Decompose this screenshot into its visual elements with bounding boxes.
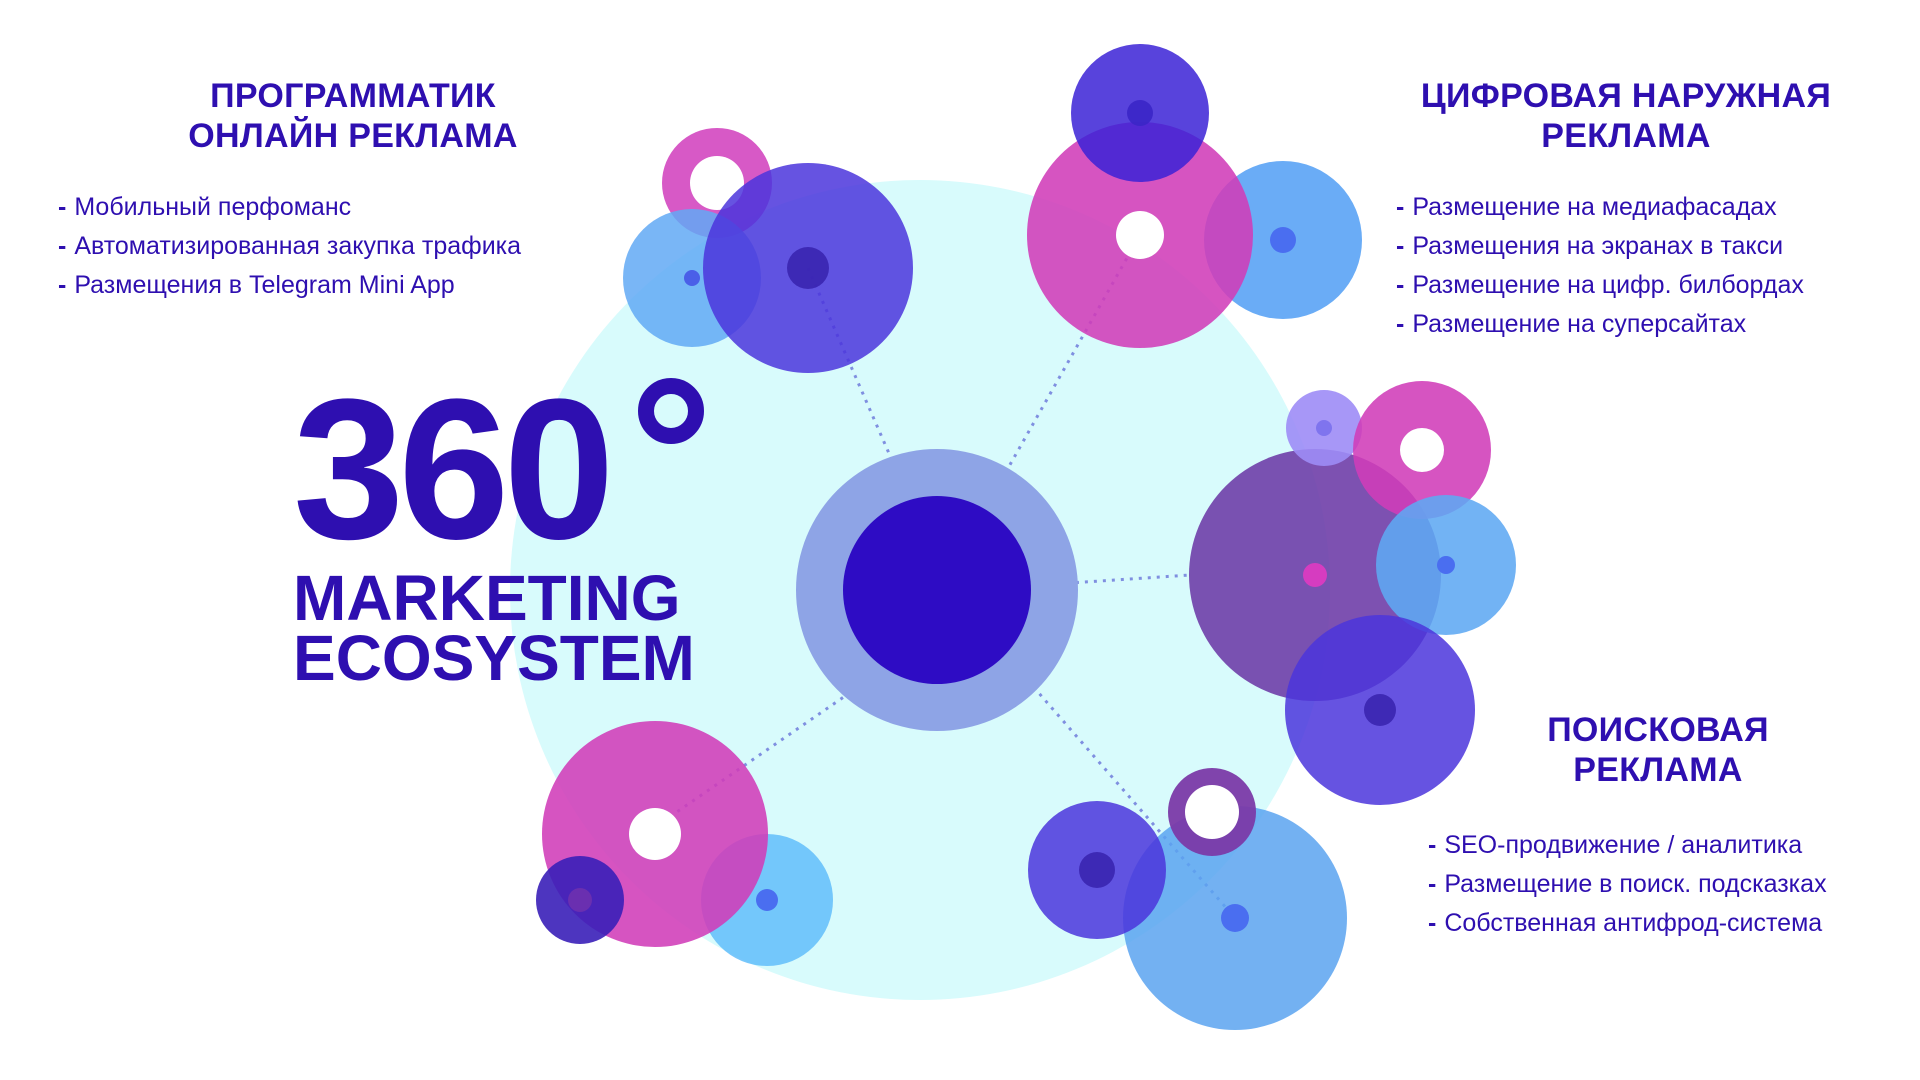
hero-subtitle-line2: ECOSYSTEM: [293, 622, 695, 694]
service-item: -Собственная антифрод-система: [1428, 904, 1888, 943]
service-item-label: SEO-продвижение / аналитика: [1444, 831, 1803, 859]
bubble-dot: [1364, 694, 1396, 726]
service-list: -Мобильный перфоманс -Автоматизированная…: [58, 188, 648, 305]
block-title-line1: ЦИФРОВАЯ НАРУЖНАЯ: [1420, 77, 1832, 115]
service-list: -Размещение на медиафасадах -Размещения …: [1396, 188, 1856, 344]
bullet-dash: -: [1396, 232, 1405, 260]
bubble-dot: [1316, 420, 1332, 436]
service-item: -Размещения на экранах в такси: [1396, 227, 1856, 266]
hero-subtitle-line1: MARKETING: [293, 562, 681, 634]
bubble-hole: [629, 808, 681, 860]
bubble-dot: [1437, 556, 1455, 574]
hero-subtitle: MARKETING ECOSYSTEM: [293, 562, 695, 694]
hero-number: 360: [293, 358, 615, 581]
service-item-label: Мобильный перфоманс: [74, 193, 352, 221]
service-item-label: Размещение на цифр. билбордах: [1412, 271, 1804, 299]
bullet-dash: -: [1396, 271, 1405, 299]
bubble-dot: [1079, 852, 1115, 888]
service-item: -Автоматизированная закупка трафика: [58, 227, 648, 266]
bullet-dash: -: [1428, 831, 1437, 859]
bubble-dot: [1270, 227, 1296, 253]
service-item: -Размещение на медиафасадах: [1396, 188, 1856, 227]
bullet-dash: -: [1428, 870, 1437, 898]
service-item: -Размещение на цифр. билбордах: [1396, 266, 1856, 305]
service-item-label: Размещения в Telegram Mini App: [74, 271, 455, 299]
bubble-hole: [1116, 211, 1164, 259]
service-item: -Размещение в поиск. подсказках: [1428, 865, 1888, 904]
bullet-dash: -: [1396, 193, 1405, 221]
service-item: -Размещения в Telegram Mini App: [58, 266, 648, 305]
block-title-line2: РЕКЛАМА: [1541, 117, 1711, 155]
service-item-label: Размещение на суперсайтах: [1412, 310, 1747, 338]
bubble-dot: [568, 888, 592, 912]
cluster-search: [1189, 381, 1516, 805]
bullet-dash: -: [58, 271, 67, 299]
block-title-line1: ПРОГРАММАТИК: [210, 77, 496, 115]
service-item: -SEO-продвижение / аналитика: [1428, 826, 1888, 865]
cluster-digital-outdoor: [1027, 44, 1362, 348]
service-item: -Размещение на суперсайтах: [1396, 305, 1856, 344]
bubble-hole: [1400, 428, 1444, 472]
bubble-hole: [1185, 785, 1239, 839]
bubble-dot: [1221, 904, 1249, 932]
bubble-dot: [787, 247, 829, 289]
service-item: -Мобильный перфоманс: [58, 188, 648, 227]
block-title: ПОИСКОВАЯ РЕКЛАМА: [1428, 710, 1888, 790]
connector-bottom-right: [1008, 659, 1237, 919]
bubble-dot: [684, 270, 700, 286]
block-title-line1: ПОИСКОВАЯ: [1547, 711, 1769, 749]
service-item-label: Размещение в поиск. подсказках: [1444, 870, 1827, 898]
cluster-bottom-left: [536, 721, 833, 966]
block-programmatic: ПРОГРАММАТИК ОНЛАЙН РЕКЛАМА -Мобильный п…: [58, 76, 648, 305]
bullet-dash: -: [58, 232, 67, 260]
connector-digital: [988, 234, 1142, 501]
bullet-dash: -: [1428, 909, 1437, 937]
service-item-label: Собственная антифрод-система: [1444, 909, 1823, 937]
service-item-label: Размещение на медиафасадах: [1412, 193, 1777, 221]
core-center: [843, 496, 1031, 684]
block-title-line2: ОНЛАЙН РЕКЛАМА: [188, 117, 518, 155]
block-search: ПОИСКОВАЯ РЕКЛАМА -SEO-продвижение / ана…: [1428, 710, 1888, 943]
service-item-label: Автоматизированная закупка трафика: [74, 232, 522, 260]
service-item-label: Размещения на экранах в такси: [1412, 232, 1784, 260]
hero-title: 360 MARKETING ECOSYSTEM: [293, 358, 704, 694]
bubble-hole: [690, 156, 744, 210]
bubble-dot: [756, 889, 778, 911]
block-digital-outdoor: ЦИФРОВАЯ НАРУЖНАЯ РЕКЛАМА -Размещение на…: [1396, 76, 1856, 344]
cluster-programmatic: [623, 128, 913, 373]
bullet-dash: -: [1396, 310, 1405, 338]
core-node: [796, 449, 1078, 731]
bubble-dot: [1127, 100, 1153, 126]
bullet-dash: -: [58, 193, 67, 221]
service-list: -SEO-продвижение / аналитика -Размещение…: [1428, 826, 1888, 943]
block-title-line2: РЕКЛАМА: [1573, 751, 1743, 789]
degree-icon: [638, 378, 704, 444]
block-title: ЦИФРОВАЯ НАРУЖНАЯ РЕКЛАМА: [1396, 76, 1856, 156]
cluster-bottom-right: [1028, 768, 1347, 1030]
bubble-dot: [1303, 563, 1327, 587]
block-title: ПРОГРАММАТИК ОНЛАЙН РЕКЛАМА: [58, 76, 648, 156]
